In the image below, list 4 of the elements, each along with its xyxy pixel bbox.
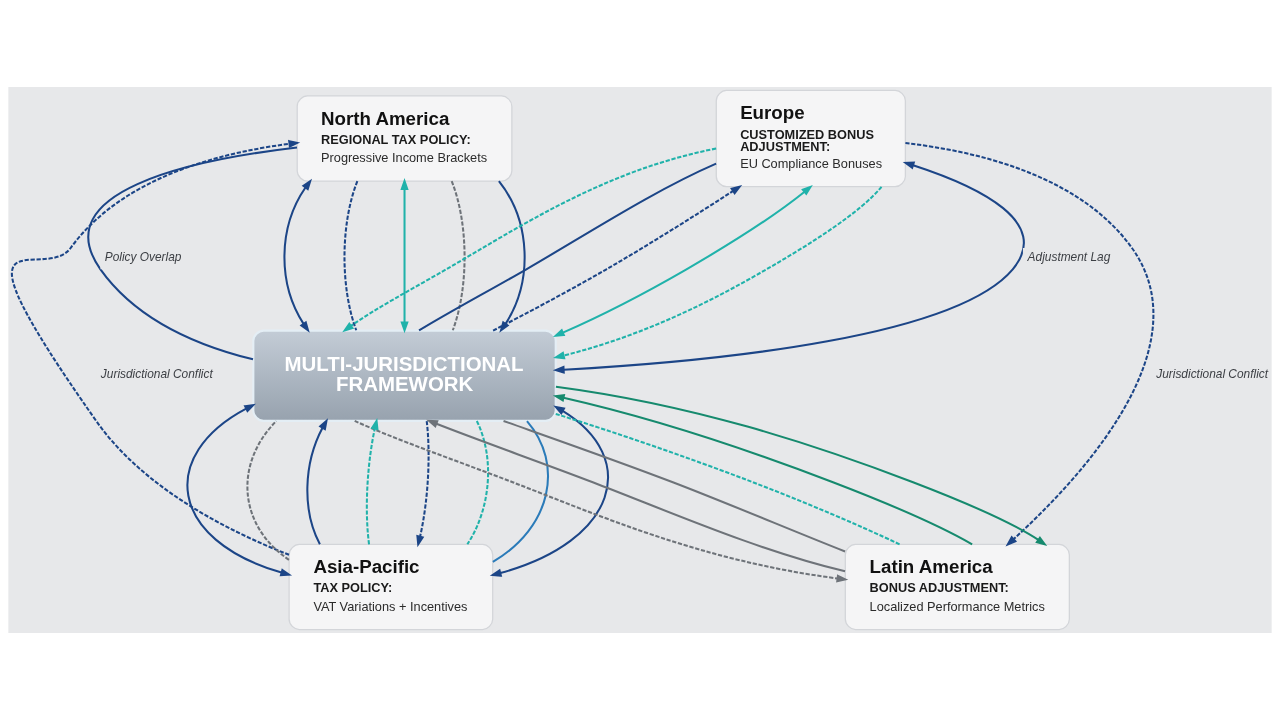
edge-label: Jurisdictional Conflict xyxy=(100,367,213,382)
edge-label: Jurisdictional Conflict xyxy=(1156,367,1269,382)
edge-label: Adjustment Lag xyxy=(1027,250,1111,265)
edge-label: Policy Overlap xyxy=(104,250,182,265)
